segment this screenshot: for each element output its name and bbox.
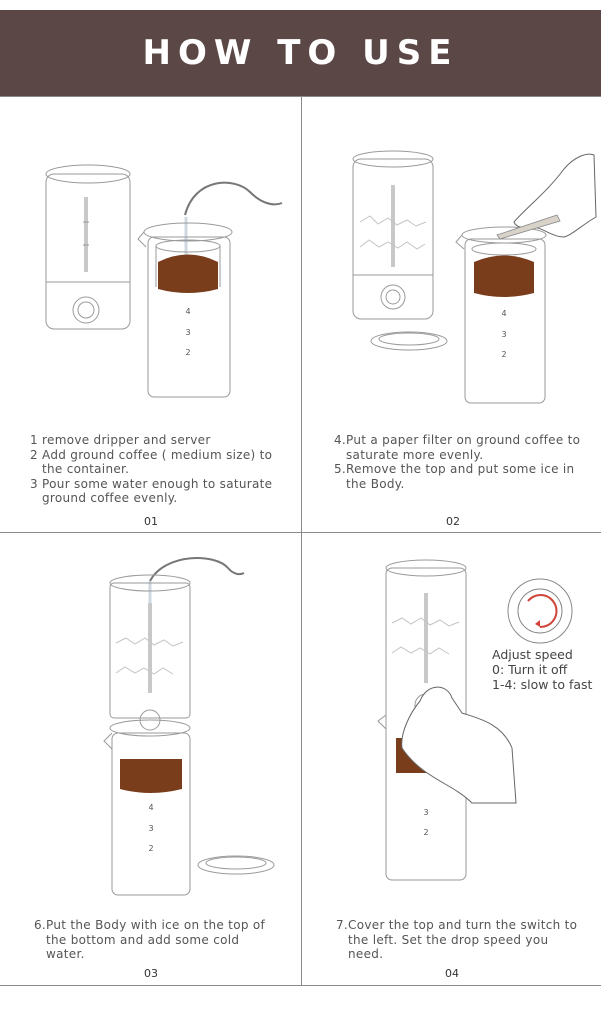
scale-mark-4: 4 [185,307,190,316]
brewed-coffee [120,759,182,793]
scale-mark-3: 3 [423,808,428,817]
grid-line-top [0,96,601,97]
kettle-spout [184,181,283,216]
step-6: 6.Put the Body with ice on the top of th… [34,918,266,961]
panel-number-04: 04 [445,967,459,980]
panel-02: 4 3 2 4.Put a paper filter on ground cof… [302,97,601,532]
step-5: 5.Remove the top and put some ice in the… [334,462,575,491]
illustration-filter-ice: 4 3 2 [352,150,597,404]
page-title: HOW TO USE [142,33,459,73]
step-1: 1 remove dripper and server [30,433,211,447]
scale-mark-2: 2 [423,828,428,837]
panel-01: 4 3 2 1 remove dripper and server 2 Add … [0,97,301,532]
speed-note-title: Adjust speed [492,647,573,662]
lid-illustration [197,855,275,875]
illustration-adjust-speed: 3 2 [377,559,573,881]
illustration-dripper-server: 4 3 2 [45,164,283,398]
speed-note-line2: 1-4: slow to fast [492,677,593,692]
step-7: 7.Cover the top and turn the switch to t… [336,918,578,961]
hand-illustration [513,153,597,238]
dripper-body-illustration [45,164,131,330]
scale-mark-2: 2 [501,350,506,359]
speed-note: Adjust speed 0: Turn it off 1-4: slow to… [492,647,592,692]
upper-body-illustration [109,574,191,737]
body-with-ice-illustration [352,150,448,351]
paper-filter [496,214,561,240]
step-list-02: 4.Put a paper filter on ground coffee to… [334,433,596,491]
step-list-03: 6.Put the Body with ice on the top of th… [34,918,279,962]
scale-mark-2: 2 [148,844,153,853]
speed-note-line1: 0: Turn it off [492,662,568,677]
rotate-arrow-icon [527,594,558,629]
arrow-head-icon [535,620,540,627]
step-list-01: 1 remove dripper and server 2 Add ground… [30,433,292,506]
hand-on-switch [401,686,517,804]
panel-number-01: 01 [144,515,158,528]
panel-number-02: 02 [446,515,460,528]
scale-mark-3: 3 [148,824,153,833]
ground-coffee-2 [474,255,534,297]
panel-04: 3 2 Adjust speed 0: Turn it off 1-4: slo… [302,533,601,985]
grid-line-vertical [301,96,302,985]
scale-mark-4: 4 [501,309,506,318]
scale-mark-2: 2 [185,348,190,357]
scale-mark-3: 3 [185,328,190,337]
lower-server-illustration [103,732,191,896]
step-4: 4.Put a paper filter on ground coffee to… [334,433,581,462]
scale-mark-3: 3 [501,330,506,339]
kettle-spout-2 [149,557,245,582]
grid-line-middle [0,532,601,533]
server-with-filter-illustration [455,226,547,404]
panel-number-03: 03 [144,967,158,980]
step-list-04: 7.Cover the top and turn the switch to t… [336,918,584,962]
step-2: 2 Add ground coffee ( medium size) to th… [30,447,273,477]
scale-mark-4: 4 [148,803,153,812]
speed-dial-callout [507,578,573,644]
illustration-stacked-brewer: 4 3 2 [103,557,275,896]
step-3: 3 Pour some water enough to saturate gro… [30,476,273,506]
grid-line-bottom [0,985,601,986]
server-container-illustration [137,222,233,398]
header-banner: HOW TO USE [0,10,601,96]
panel-03: 4 3 2 6.Put the Body with ice on the top… [0,533,301,985]
full-brewer-illustration [377,559,467,881]
ground-coffee [158,254,218,293]
